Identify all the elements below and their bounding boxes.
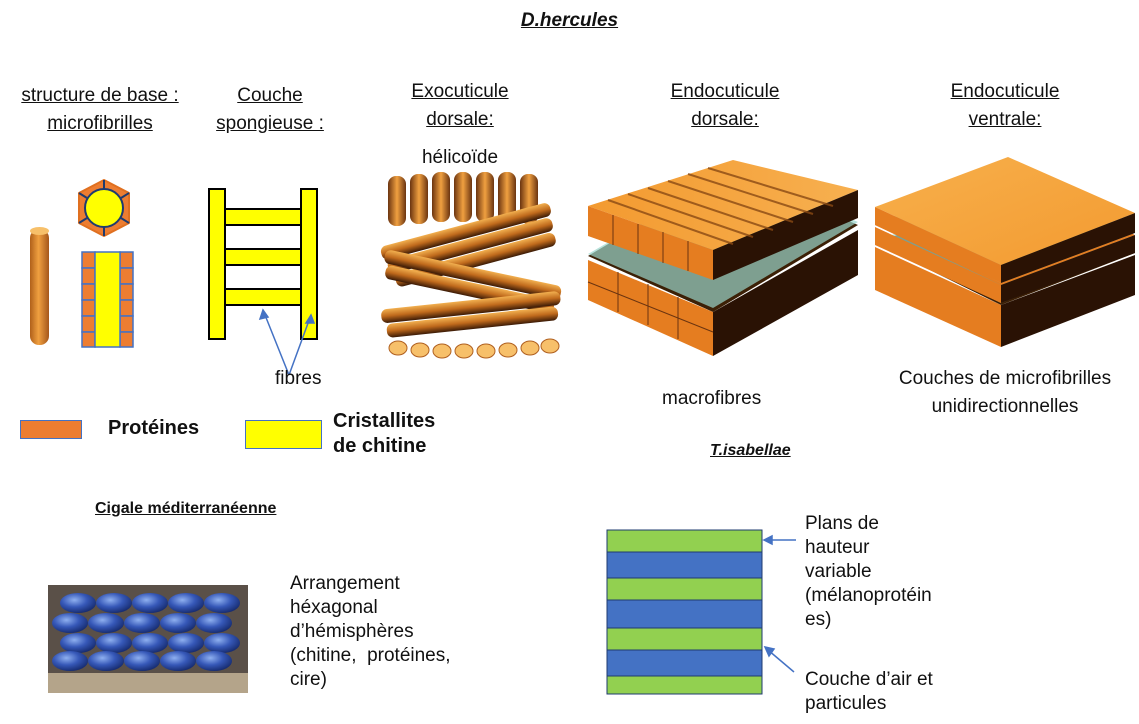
legend-proteins-label: Protéines	[108, 417, 200, 439]
legend-chitin-label-line2: de chitine	[333, 435, 427, 457]
t-isabellae-label-top-5: es)	[805, 609, 832, 630]
cigale-desc-4: (chitine, protéines,	[290, 645, 451, 666]
microfibril-cross-section	[78, 179, 130, 237]
cigale-desc-5: cire)	[290, 669, 327, 690]
t-isabellae-label-bottom-2: particules	[805, 693, 887, 714]
legend-proteins-swatch	[20, 420, 82, 439]
microfibril-cylinder	[30, 227, 49, 345]
header-endo-ventral-line1: Endocuticule	[950, 81, 1060, 102]
header-base-line1: structure de base :	[21, 85, 179, 106]
cigale-desc-1: Arrangement	[290, 573, 400, 594]
t-isabellae-label-bottom-1: Couche d’air et	[805, 669, 933, 690]
header-exo-line2: dorsale:	[426, 109, 494, 130]
diagram-title: D.hercules	[520, 10, 619, 31]
header-endo-dorsal-line2: dorsale:	[691, 109, 759, 130]
t-isabellae-arrows	[762, 534, 796, 673]
header-spongy-line1: Couche	[237, 85, 303, 106]
exo-sublabel: hélicoïde	[421, 147, 499, 168]
header-spongy-line2: spongieuse :	[216, 113, 324, 134]
t-isabellae-title: T.isabellae	[710, 442, 791, 459]
endo-dorsal-caption: macrofibres	[662, 388, 762, 409]
endo-ventral-caption-line1: Couches de microfibrilles	[898, 368, 1112, 389]
t-isabellae-label-top-3: variable	[805, 561, 872, 582]
fibres-label: fibres	[275, 368, 322, 389]
legend-chitin-label-line1: Cristallites	[333, 410, 436, 432]
cigale-title: Cigale méditerranéenne	[95, 500, 277, 517]
spongy-layer-ladder	[208, 188, 318, 376]
header-exo-line1: Exocuticule	[411, 81, 509, 102]
t-isabellae-label-top-4: (mélanoprotéin	[805, 585, 932, 606]
t-isabellae-layers	[606, 529, 763, 695]
t-isabellae-label-top-1: Plans de	[805, 513, 879, 534]
legend-chitin-swatch	[245, 420, 322, 449]
microfibril-longitudinal-section	[81, 251, 134, 348]
exocuticle-helicoid-image	[380, 172, 562, 359]
endocuticle-ventral-image	[875, 157, 1135, 347]
cigale-desc-3: d’hémisphères	[290, 621, 414, 642]
endo-ventral-caption-line2: unidirectionnelles	[931, 396, 1079, 417]
header-endo-ventral-line2: ventrale:	[968, 109, 1042, 130]
header-base-line2: microfibrilles	[47, 113, 153, 134]
t-isabellae-label-top-2: hauteur	[805, 537, 870, 558]
cigale-desc-2: héxagonal	[290, 597, 378, 618]
header-endo-dorsal-line1: Endocuticule	[670, 81, 780, 102]
cigale-hemispheres-image	[48, 585, 248, 693]
endocuticle-dorsal-image	[587, 160, 858, 356]
